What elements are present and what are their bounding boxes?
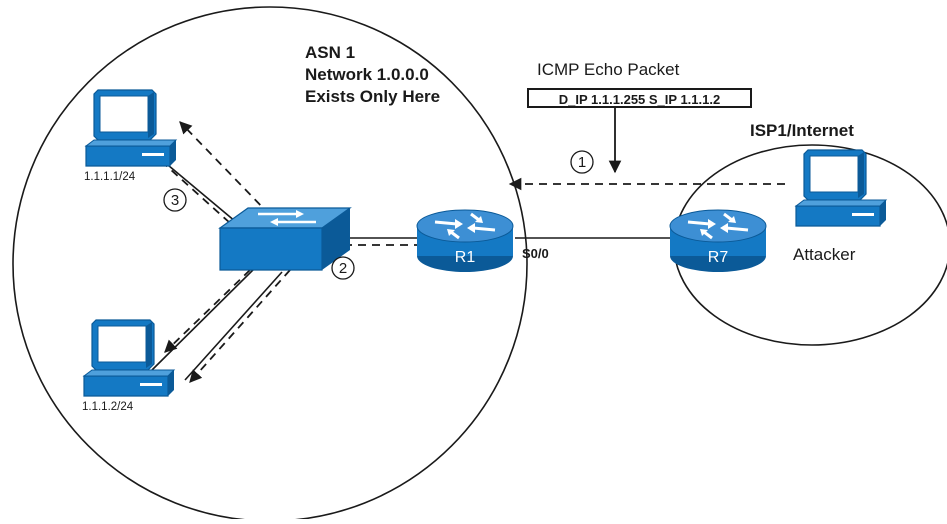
router-r7-label: R7	[708, 249, 729, 266]
step-2-marker	[331, 256, 355, 280]
isp-label: ISP1/Internet	[750, 121, 854, 140]
attacker-computer-icon	[795, 149, 887, 227]
step-1-label: 1	[578, 154, 586, 171]
asn-label: ASN 1 Network 1.0.0.0 Exists Only Here	[305, 42, 440, 108]
host1-ip-label: 1.1.1.1/24	[84, 171, 136, 183]
attacker-label: Attacker	[793, 245, 856, 264]
step-3-marker	[163, 188, 187, 212]
asn-title: ASN 1	[305, 43, 356, 62]
step-1-marker	[570, 150, 594, 174]
asn-note: Exists Only Here	[305, 87, 441, 106]
packet-header-box: D_IP 1.1.1.255 S_IP 1.1.1.2	[527, 88, 752, 108]
host2-computer-icon	[83, 319, 175, 397]
interface-label: S0/0	[522, 246, 549, 261]
host2-ip-label: 1.1.1.2/24	[82, 401, 134, 413]
icmp-title: ICMP Echo Packet	[537, 60, 680, 79]
host1-computer-icon	[85, 89, 177, 167]
step-3-label: 3	[171, 192, 179, 209]
asn-network: Network 1.0.0.0	[305, 65, 429, 84]
step-2-label: 2	[339, 260, 347, 277]
router-r1-label: R1	[455, 249, 476, 266]
switch-icon	[218, 207, 352, 271]
